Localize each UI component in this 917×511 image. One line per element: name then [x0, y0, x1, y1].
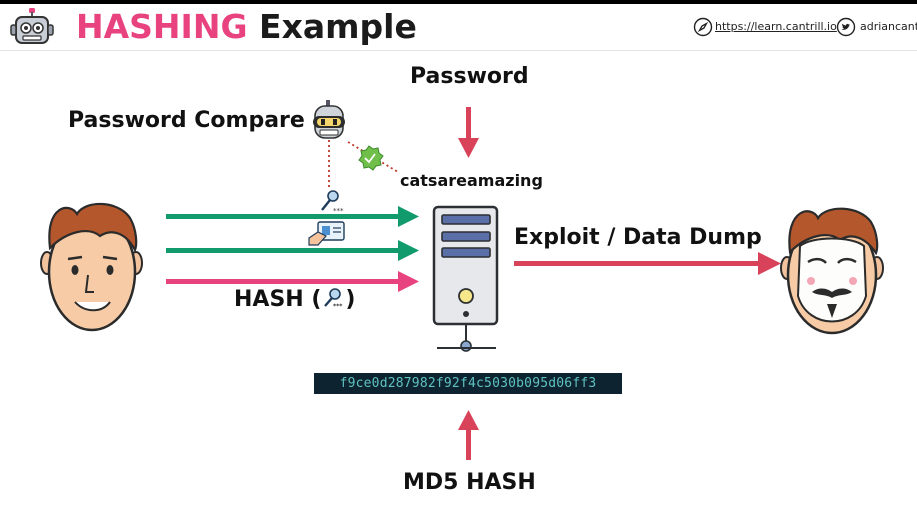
hash-label-suffix: ) — [345, 287, 356, 312]
key-icon: *** — [321, 190, 344, 215]
password-arrow — [458, 107, 479, 158]
md5-arrow — [458, 410, 479, 460]
verified-badge-icon — [358, 145, 384, 171]
twitter-handle: adriancantrill — [860, 20, 917, 33]
svg-text:***: *** — [333, 207, 344, 215]
plaintext-password: catsareamazing — [400, 171, 543, 190]
hash-key-icon: *** — [324, 288, 344, 310]
server-icon — [432, 205, 499, 352]
hash-label-prefix: HASH ( — [234, 287, 322, 312]
hacker-mask-icon — [780, 207, 884, 335]
svg-text:***: *** — [333, 303, 343, 310]
compass-icon — [693, 17, 713, 37]
robot-logo-icon — [10, 8, 54, 44]
exploit-arrow — [514, 252, 781, 275]
md5-hash-value: f9ce0d287982f92f4c5030b095d06ff3 — [314, 373, 622, 394]
green-arrow-1 — [166, 206, 419, 227]
id-card-icon — [308, 221, 345, 246]
robot-icon — [313, 100, 345, 139]
user-face-icon — [40, 202, 143, 332]
top-bar — [0, 0, 917, 4]
hash-label: HASH ( *** ) — [234, 286, 355, 312]
md5-hash-label: MD5 HASH — [403, 470, 536, 495]
hash-arrow — [166, 271, 419, 292]
slide-title: HASHING Example — [76, 7, 417, 47]
password-compare-label: Password Compare — [68, 108, 305, 133]
slide-header — [0, 4, 917, 50]
title-accent: HASHING — [76, 7, 248, 46]
green-arrow-2 — [166, 240, 419, 261]
title-rest: Example — [259, 7, 417, 46]
password-label: Password — [410, 64, 529, 89]
twitter-icon — [836, 17, 856, 37]
course-url-link[interactable]: https://learn.cantrill.io — [715, 20, 837, 33]
header-divider — [0, 50, 917, 51]
exploit-label: Exploit / Data Dump — [514, 225, 762, 250]
